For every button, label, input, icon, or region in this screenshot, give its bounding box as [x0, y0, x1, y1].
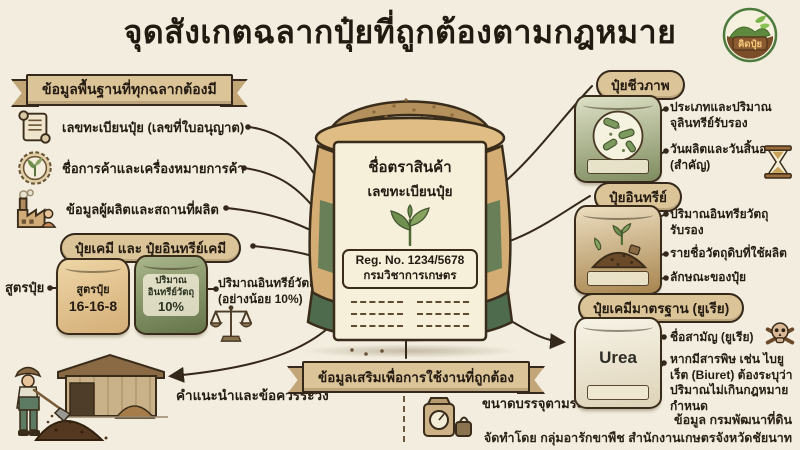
plant-icon [390, 204, 430, 246]
organic-bullet-3: ลักษณะของปุ๋ย [670, 270, 747, 284]
bag-registration-line: เลขทะเบียนปุ๋ย [367, 184, 453, 199]
registration-authority: กรมวิชาการเกษตร [363, 270, 457, 282]
bio-fertilizer-bag [574, 95, 662, 183]
weighing-scale-icon [423, 397, 472, 437]
formula-bag-value: 16-16-8 [68, 297, 118, 314]
formula-pointer-label: สูตรปุ๋ย [5, 280, 45, 295]
hourglass-icon [764, 145, 792, 179]
soil-sprout-icon [590, 222, 648, 269]
item-label: เลขทะเบียนปุ๋ย (เลขที่ใบอนุญาต) [62, 119, 245, 135]
item-registration-number: เลขทะเบียนปุ๋ย (เลขที่ใบอนุญาต) [16, 108, 244, 146]
dashed-divider [403, 396, 405, 442]
seal-plant-icon [18, 151, 52, 185]
organic-content-bag: ปริมาณ อินทรีย์วัตถุ 10% [134, 255, 208, 335]
bag-label-strip [587, 159, 649, 174]
bag-label-strip [587, 385, 649, 400]
item-manufacturer: ข้อมูลผู้ผลิตและสถานที่ผลิต [14, 189, 219, 229]
scroll-icon [18, 110, 51, 144]
registration-number: Reg. No. 1234/5678 [355, 253, 465, 267]
organic-fertilizer-bag [574, 205, 662, 295]
extra-section-header: ข้อมูลเสริมเพื่อการใช้งานที่ถูกต้อง [302, 361, 531, 393]
urea-bullet-1: ชื่อสามัญ (ยูเรีย) [670, 330, 754, 344]
credits: ข้อมูล กรมพัฒนาที่ดิน จัดทำโดย กลุ่มอารั… [472, 412, 792, 447]
microbes-icon [592, 110, 644, 162]
item-label: ข้อมูลผู้ผลิตและสถานที่ผลิต [66, 201, 219, 217]
farmer-shed-illustration [14, 353, 168, 441]
bag-brand-line: ชื่อตราสินค้า [368, 159, 452, 176]
credits-producer: จัดทำโดย กลุ่มอารักขาพืช สำนักงานเกษตรจั… [483, 430, 792, 445]
bag-label-panel: ชื่อตราสินค้า เลขทะเบียนปุ๋ย Reg. No. 12… [334, 146, 486, 327]
organic-bullet-1: ปริมาณอินทรียวัตถุ​รับรอง [670, 207, 769, 237]
skull-crossbones-icon [765, 322, 795, 345]
basic-section-header: ข้อมูลพื้นฐานที่ทุกฉลากต้องมี [26, 74, 233, 106]
formula-bag: สูตรปุ๋ย 16-16-8 [56, 258, 130, 335]
organic-bullet-2: รายชื่อวัตถุดิบที่ใช้ผลิต [670, 246, 787, 260]
urea-bag: Urea [574, 317, 662, 409]
factory-icon [16, 189, 57, 229]
urea-bullet-2: หากมีสารพิษ เช่น ไบยูเร็ต (Biuret) ต้องร… [670, 352, 793, 413]
formula-bag-title: สูตรปุ๋ย [76, 283, 110, 296]
basic-section-ribbon: ข้อมูลพื้นฐานที่ทุกฉลากต้องมี [11, 74, 248, 107]
organic-bag-text: ปริมาณ อินทรีย์วัตถุ 10% [142, 274, 200, 316]
bag-shadow [300, 344, 520, 358]
credits-source: ข้อมูล กรมพัฒนาที่ดิน [674, 413, 792, 427]
bag-label-strip [587, 271, 649, 286]
item-trade-name: ชื่อการค้าและเครื่องหมายการค้า [16, 149, 245, 187]
bio-bullet-2: วันผลิตและวันสิ้นอายุ (สำคัญ) [670, 142, 781, 172]
item-label: ชื่อการค้าและเครื่องหมายการค้า [62, 160, 245, 176]
bio-bullet-1: ประเภทและปริมาณ​จุลินทรีย์รับรอง [670, 100, 772, 130]
logo-badge: คิดปุ๋ย [722, 7, 778, 63]
page-title: จุดสังเกตฉลากปุ๋ยที่ถูกต้องตามกฎหมาย [123, 14, 677, 50]
svg-text:คิดปุ๋ย: คิดปุ๋ย [738, 38, 762, 50]
extra-section-ribbon: ข้อมูลเสริมเพื่อการใช้งานที่ถูกต้อง [287, 361, 546, 394]
label-placeholder-lines [351, 298, 469, 327]
balance-scale-icon [210, 305, 252, 342]
urea-bag-text: Urea [599, 348, 637, 367]
registration-box: Reg. No. 1234/5678 กรมวิชาการเกษตร [342, 249, 478, 289]
